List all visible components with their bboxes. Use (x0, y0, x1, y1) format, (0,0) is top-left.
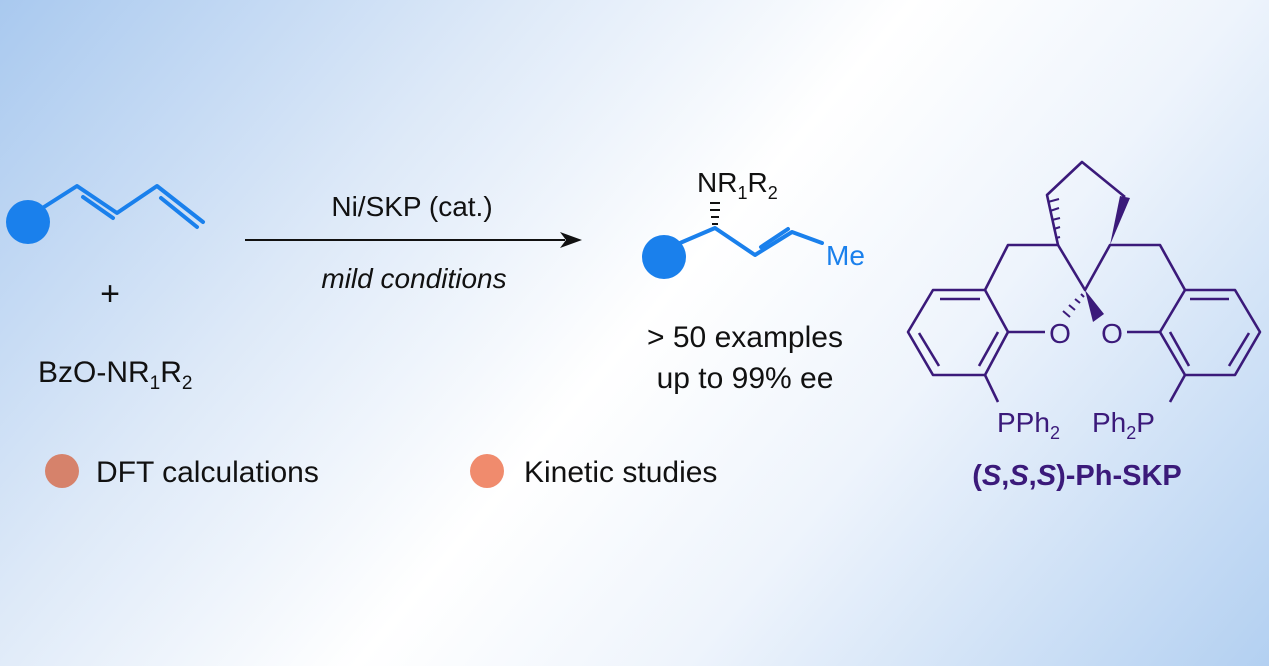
arrow-head-icon (560, 232, 582, 248)
product-double-bond (759, 227, 790, 249)
kinetic-dot-icon (470, 454, 504, 488)
substituent-dot-icon (6, 200, 50, 244)
oxygen-label: O (1101, 318, 1123, 349)
legend-kinetic: Kinetic studies (524, 456, 717, 489)
product-chain (678, 226, 824, 257)
enantioselectivity: up to 99% ee (657, 362, 834, 395)
dft-dot-icon (45, 454, 79, 488)
methyl-label: Me (826, 240, 865, 271)
ph-skp-ligand-structure: O O PPh2 Ph2P (906, 160, 1262, 443)
diene-substrate (6, 184, 205, 244)
legend-dft: DFT calculations (96, 456, 319, 489)
double-bond-2 (159, 196, 199, 229)
oxygen-label: O (1049, 318, 1071, 349)
pph2-right-label: Ph2P (1092, 407, 1155, 443)
amine-label: NR1R2 (697, 167, 778, 203)
double-bond-1 (81, 195, 115, 220)
allylic-amine-product: NR1R2 Me (642, 167, 865, 279)
examples-count: > 50 examples (647, 321, 843, 354)
diene-chain (42, 184, 205, 224)
hashed-bond (710, 202, 720, 225)
plus-sign: + (100, 275, 120, 313)
reagent-label: BzO-NR1R2 (38, 356, 193, 394)
substituent-dot-icon (642, 235, 686, 279)
conditions-label: mild conditions (321, 263, 506, 294)
ligand-name: (S,S,S)-Ph-SKP (972, 460, 1182, 492)
pph2-left-label: PPh2 (997, 407, 1060, 443)
catalyst-label: Ni/SKP (cat.) (331, 191, 492, 222)
